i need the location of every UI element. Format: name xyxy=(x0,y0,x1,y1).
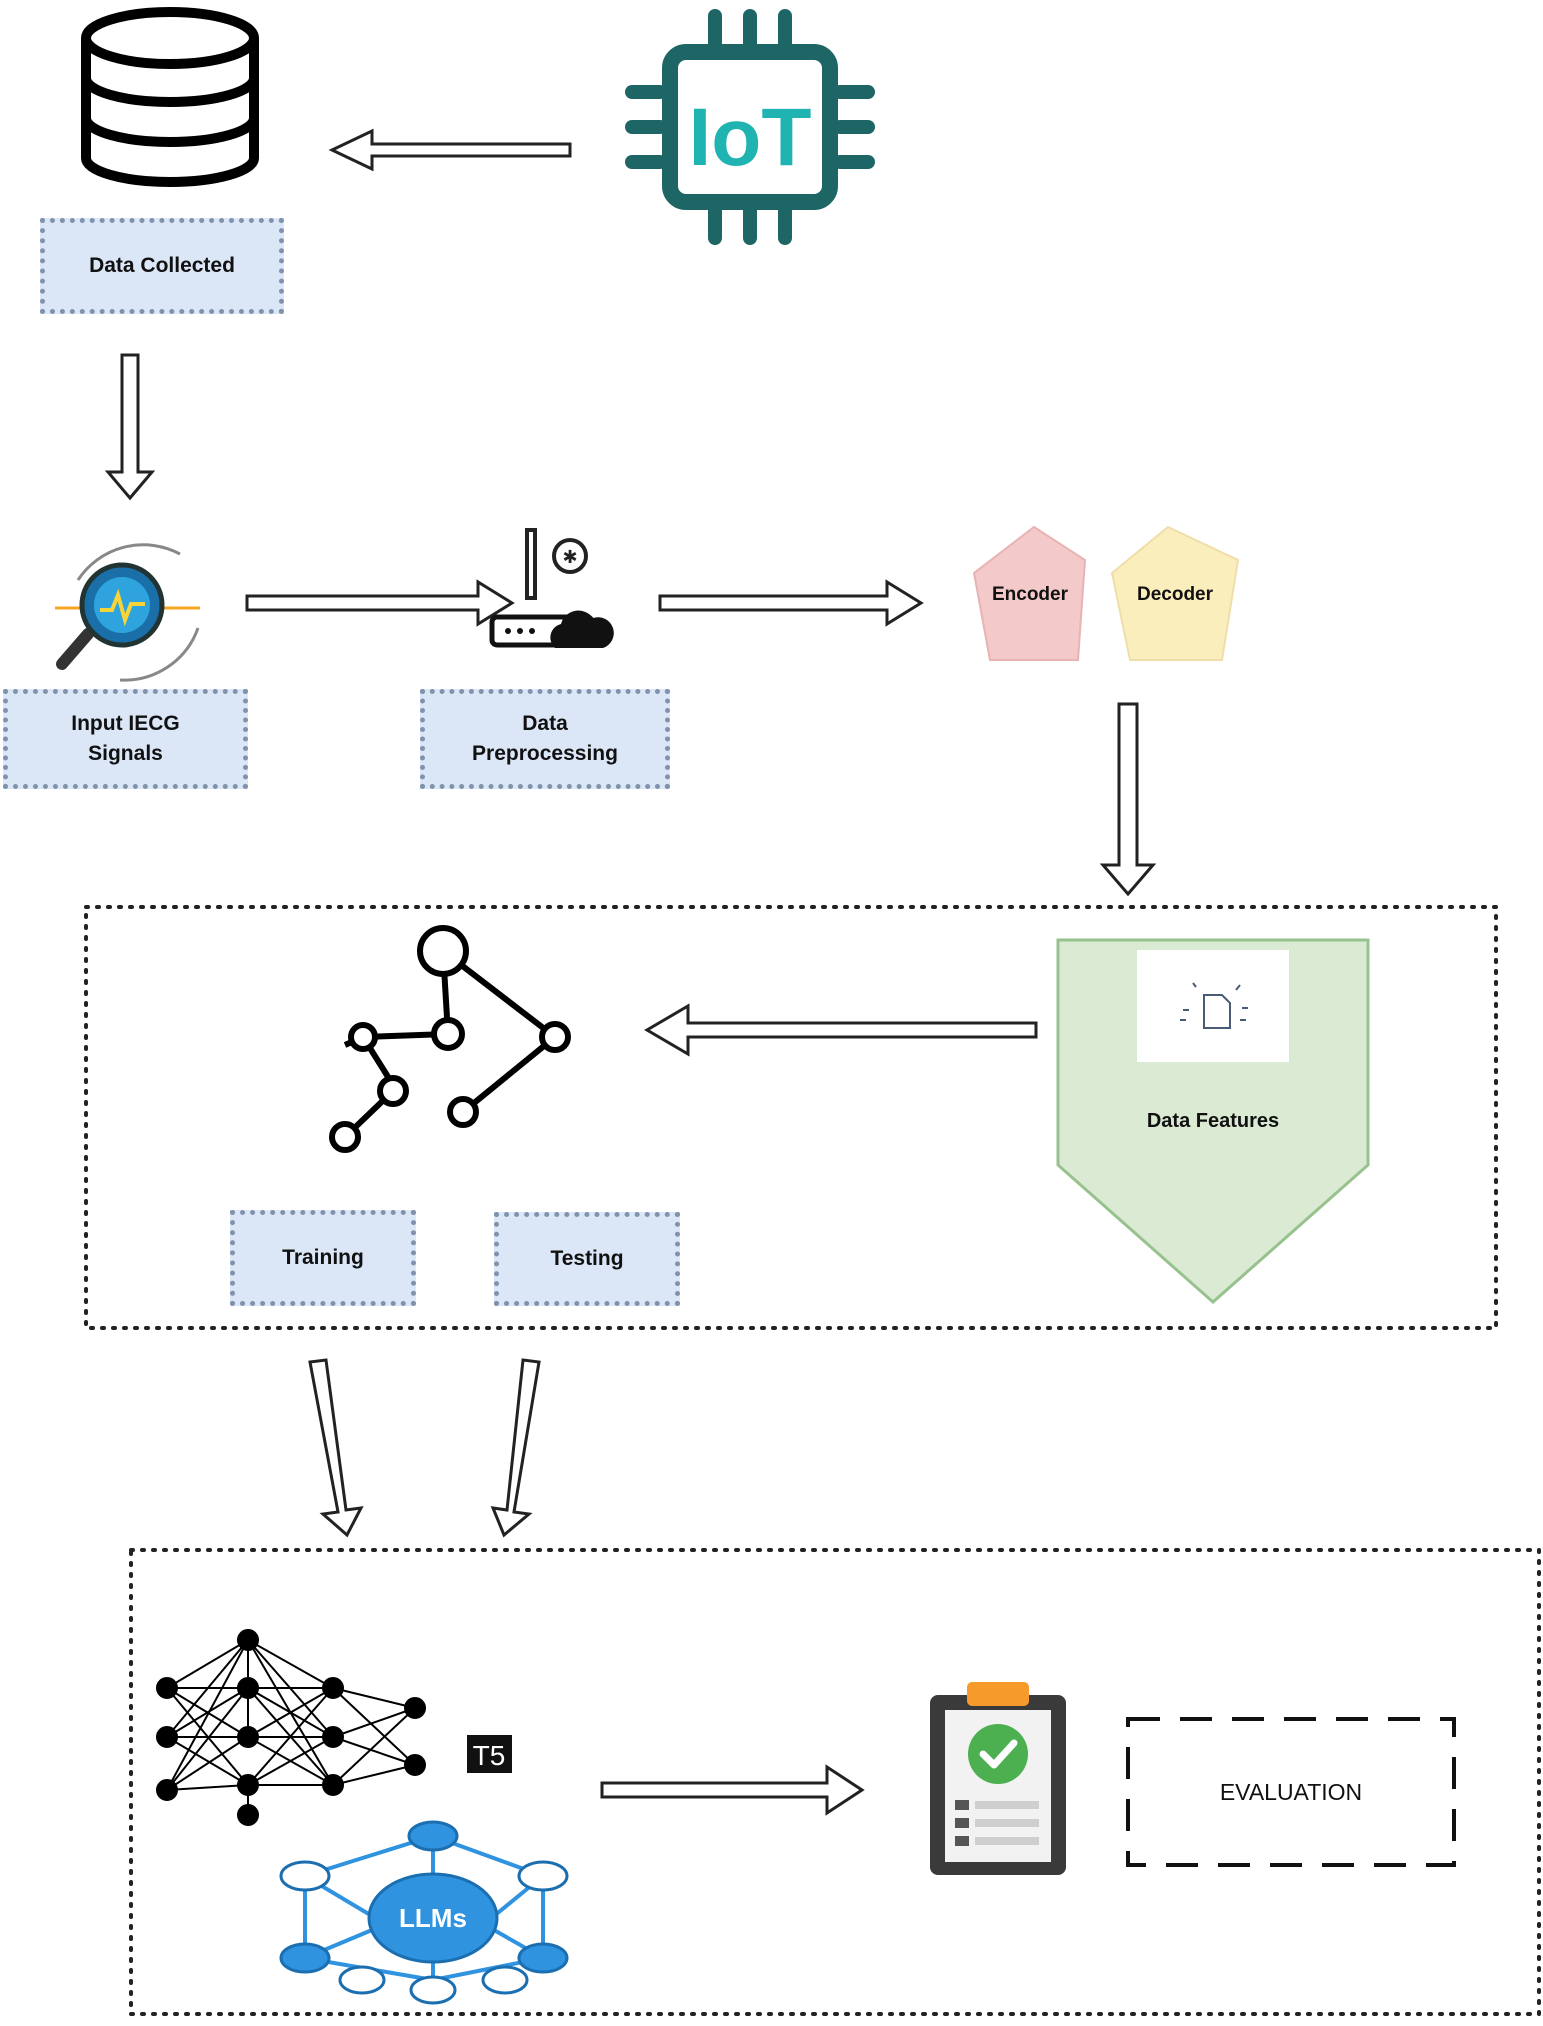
evaluation-box-border xyxy=(1126,1717,1456,1867)
evaluation-label: EVALUATION xyxy=(1131,1765,1451,1819)
svg-text:✱: ✱ xyxy=(562,547,577,568)
arrow-features-to-graph xyxy=(644,1003,1038,1057)
decoder-shape xyxy=(1110,525,1240,661)
t5-badge: T5 xyxy=(467,1735,512,1773)
testing-text: Testing xyxy=(550,1247,624,1270)
clipboard-check-icon xyxy=(930,1682,1066,1875)
data-features-text: Data Features xyxy=(1146,1110,1280,1132)
training-group-border xyxy=(84,905,1498,1330)
database-icon xyxy=(81,7,259,187)
input-iecg-text: Input IECG Signals xyxy=(71,712,180,765)
t5-badge-text: T5 xyxy=(473,1740,506,1771)
encoder-text: Encoder xyxy=(991,584,1069,605)
arrow-collected-to-input xyxy=(104,353,156,501)
data-preprocessing-label: Data Preprocessing xyxy=(420,689,670,789)
graph-network-icon xyxy=(329,925,571,1153)
data-features-label: Data Features xyxy=(1100,1103,1326,1139)
neural-network-icon xyxy=(156,1629,426,1826)
llms-icon-text: LLMs xyxy=(399,1903,467,1933)
data-preprocessing-text: Data Preprocessing xyxy=(472,712,618,765)
encoder-label: Encoder xyxy=(975,575,1085,615)
data-collected-label: Data Collected xyxy=(40,218,284,314)
arrow-models-to-evaluation xyxy=(600,1764,865,1816)
data-collected-text: Data Collected xyxy=(89,254,235,277)
iot-chip-text: IoT xyxy=(689,92,812,183)
testing-label: Testing xyxy=(494,1212,680,1306)
training-label: Training xyxy=(230,1210,416,1306)
arrow-testing-to-models xyxy=(490,1358,541,1538)
document-icon xyxy=(1180,982,1248,1029)
iot-chip-icon: IoT xyxy=(625,9,875,245)
decoder-text: Decoder xyxy=(1136,584,1214,605)
decoder-label: Decoder xyxy=(1115,575,1235,615)
llms-network-icon: LLMs xyxy=(279,1820,569,2005)
input-iecg-label: Input IECG Signals xyxy=(3,689,248,789)
arrow-input-to-preprocessing xyxy=(245,579,515,627)
arrow-preprocessing-to-encoder xyxy=(658,579,924,627)
arrow-decoder-to-features xyxy=(1099,702,1157,897)
router-cloud-icon: ✱ xyxy=(489,528,614,648)
ecg-magnifier-icon xyxy=(55,543,200,682)
arrow-training-to-models xyxy=(308,1358,364,1538)
arrow-iot-to-database xyxy=(328,128,572,172)
evaluation-text: EVALUATION xyxy=(1219,1779,1363,1805)
encoder-shape xyxy=(972,525,1087,661)
data-features-shape xyxy=(1056,938,1370,1305)
model-group-border xyxy=(129,1548,1541,2016)
training-text: Training xyxy=(282,1246,364,1269)
